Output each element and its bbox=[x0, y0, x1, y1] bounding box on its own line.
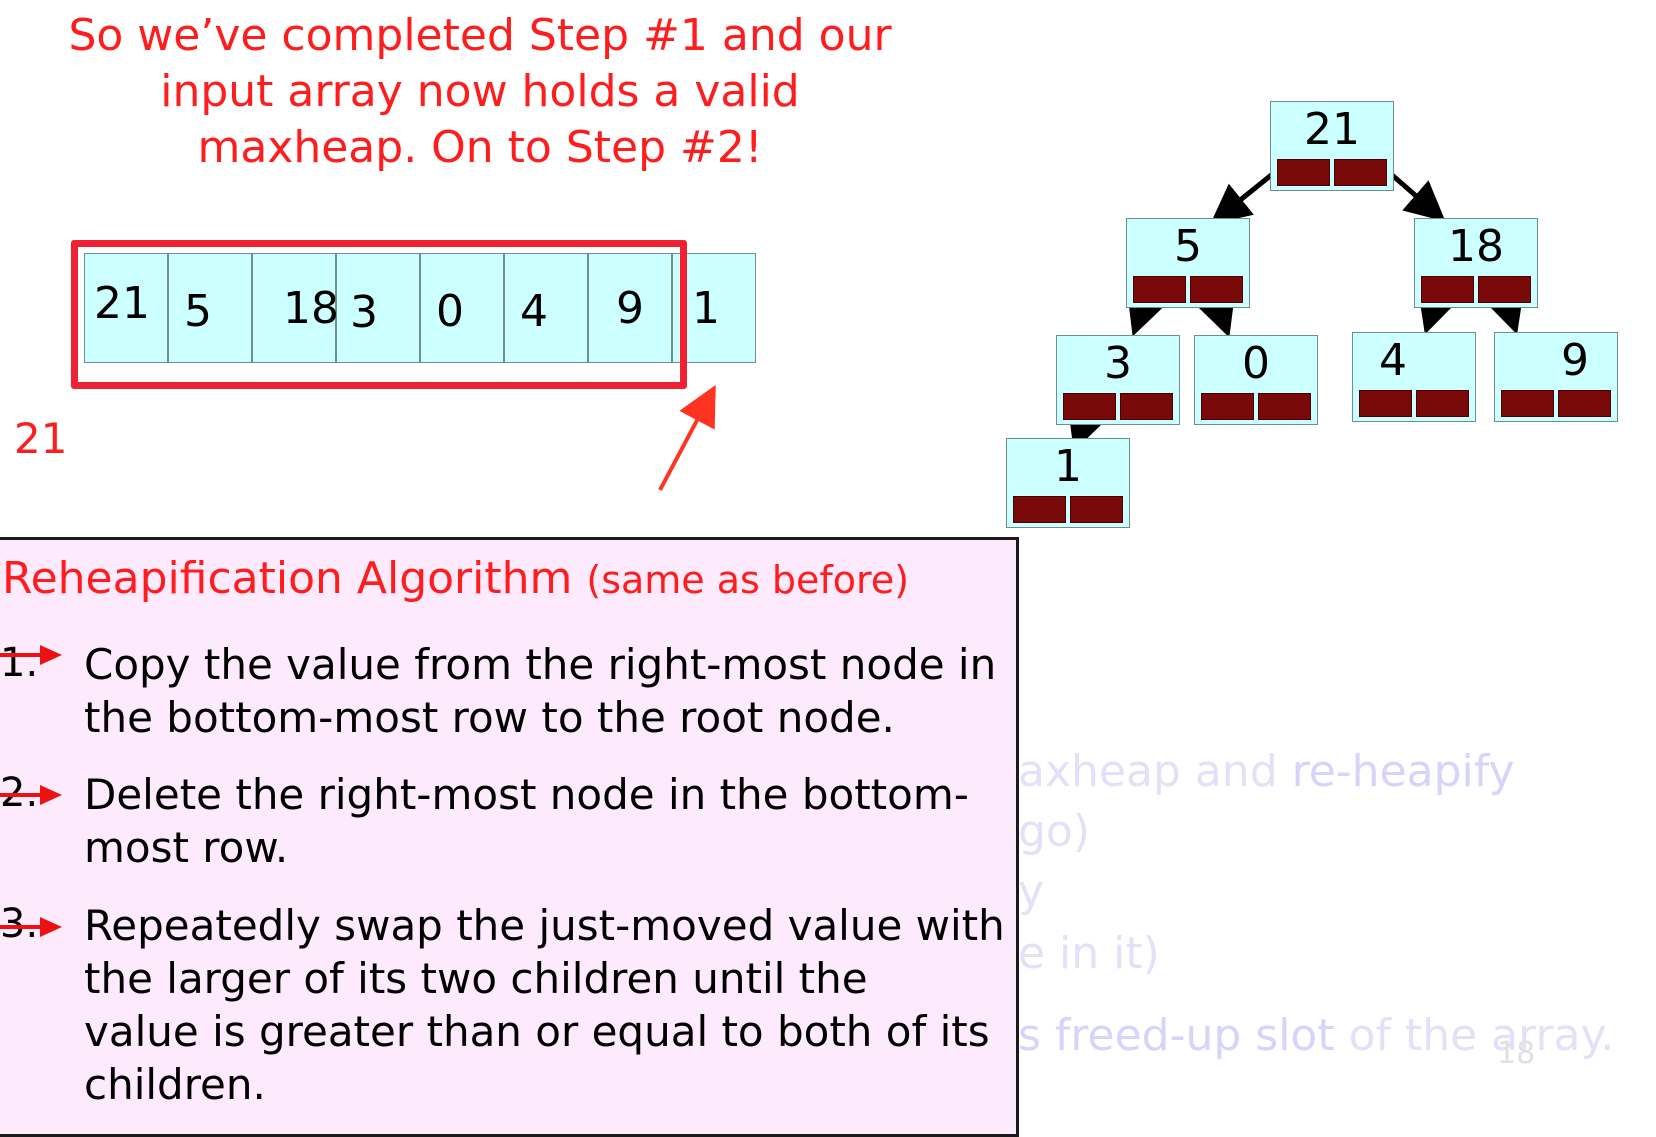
left-pointer bbox=[1359, 390, 1412, 417]
algorithm-title: Reheapification Algorithm (same as befor… bbox=[2, 553, 909, 604]
tree-edge bbox=[1210, 166, 1282, 225]
step-strike-arrow bbox=[0, 653, 42, 657]
step-line: most row. bbox=[84, 823, 289, 872]
tree-node: 1 bbox=[1006, 438, 1130, 528]
faded-text-line: y bbox=[1018, 866, 1045, 917]
step-line: Repeatedly swap the just-moved value wit… bbox=[84, 901, 1005, 950]
right-pointer bbox=[1334, 159, 1387, 186]
array-cell: 0 bbox=[420, 253, 504, 363]
left-pointer bbox=[1501, 390, 1554, 417]
step-arrow-head bbox=[40, 645, 62, 665]
array-cell: 5 bbox=[168, 253, 252, 363]
node-value: 21 bbox=[1304, 104, 1360, 155]
node-value: 5 bbox=[1174, 221, 1202, 272]
node-value: 4 bbox=[1379, 335, 1407, 386]
left-pointer bbox=[1063, 393, 1116, 420]
extracted-value: 21 bbox=[14, 414, 68, 463]
algorithm-title-text: Reheapification Algorithm bbox=[2, 553, 573, 604]
right-pointer bbox=[1478, 276, 1531, 303]
algorithm-subtitle: (same as before) bbox=[586, 558, 910, 602]
array-cell: 4 bbox=[504, 253, 588, 363]
faded-text: axheap and bbox=[1018, 746, 1292, 797]
heading-line-2: input array now holds a valid bbox=[160, 66, 800, 117]
left-pointer bbox=[1201, 393, 1254, 420]
faded-text-line: go) bbox=[1018, 806, 1091, 857]
heading-line-3: maxheap. On to Step #2! bbox=[197, 122, 763, 173]
step-strike-arrow bbox=[0, 925, 42, 929]
algorithm-panel bbox=[0, 537, 1019, 1137]
heap-region-highlight bbox=[71, 240, 687, 389]
step-line: the bottom-most row to the root node. bbox=[84, 693, 895, 742]
tree-node: 21 bbox=[1270, 101, 1394, 191]
step-line: value is greater than or equal to both o… bbox=[84, 1007, 990, 1056]
step-text: Copy the value from the right-most node … bbox=[84, 638, 996, 744]
right-pointer bbox=[1558, 390, 1611, 417]
step-line: children. bbox=[84, 1060, 266, 1109]
tree-node: 5 bbox=[1126, 218, 1250, 308]
node-value: 18 bbox=[1448, 221, 1504, 272]
step-strike-arrow bbox=[0, 793, 42, 797]
left-pointer bbox=[1013, 496, 1066, 523]
tree-node: 4 bbox=[1352, 332, 1476, 422]
step-arrow-head bbox=[40, 785, 62, 805]
array-cell-value: 0 bbox=[436, 285, 464, 337]
faded-text-line: s freed-up slot of the array. bbox=[1018, 1010, 1614, 1061]
faded-text-highlight: re-heapify bbox=[1291, 746, 1515, 797]
slide-heading: So we’ve completed Step #1 and our input… bbox=[40, 8, 920, 176]
node-value: 9 bbox=[1561, 335, 1589, 386]
step-text: Delete the right-most node in the bottom… bbox=[84, 768, 969, 874]
left-pointer bbox=[1421, 276, 1474, 303]
tree-node: 0 bbox=[1194, 335, 1318, 425]
array-cell-value: 5 bbox=[184, 285, 212, 337]
step-line: Copy the value from the right-most node … bbox=[84, 640, 997, 689]
right-pointer bbox=[1070, 496, 1123, 523]
array-cell: 21 bbox=[84, 253, 168, 363]
step-line: Delete the right-most node in the bottom… bbox=[84, 770, 969, 819]
step-arrow-head bbox=[40, 917, 62, 937]
page-number: 18 bbox=[1497, 1036, 1536, 1071]
tree-node: 18 bbox=[1414, 218, 1538, 308]
array-cell-value: 9 bbox=[616, 282, 644, 334]
tree-node: 9 bbox=[1494, 332, 1618, 422]
last-slot-arrow bbox=[658, 384, 716, 491]
node-value: 0 bbox=[1242, 338, 1270, 389]
array-cell: 9 bbox=[588, 253, 672, 363]
array-cell-value: 21 bbox=[94, 277, 150, 329]
array-cell-value: 18 bbox=[283, 282, 339, 334]
right-pointer bbox=[1258, 393, 1311, 420]
right-pointer bbox=[1416, 390, 1469, 417]
step-number: 3. bbox=[0, 901, 39, 947]
faded-text-highlight: s freed-up slot bbox=[1018, 1010, 1335, 1061]
faded-text-line: e in it) bbox=[1018, 928, 1160, 979]
array-cell-value: 1 bbox=[692, 282, 720, 334]
array-cell: 3 bbox=[336, 253, 420, 363]
heading-line-1: So we’ve completed Step #1 and our bbox=[68, 10, 892, 61]
tree-node: 3 bbox=[1056, 335, 1180, 425]
array-cell-value: 3 bbox=[350, 286, 378, 338]
step-text: Repeatedly swap the just-moved value wit… bbox=[84, 899, 1005, 1111]
left-pointer bbox=[1277, 159, 1330, 186]
array-cell: 18 bbox=[252, 253, 339, 363]
faded-text: of the array. bbox=[1334, 1010, 1615, 1061]
step-line: the larger of its two children until the bbox=[84, 954, 868, 1003]
node-value: 1 bbox=[1054, 441, 1082, 492]
right-pointer bbox=[1190, 276, 1243, 303]
faded-text-line: axheap and re-heapify bbox=[1018, 746, 1515, 797]
node-value: 3 bbox=[1104, 338, 1132, 389]
array-cell-value: 4 bbox=[520, 285, 548, 337]
left-pointer bbox=[1133, 276, 1186, 303]
right-pointer bbox=[1120, 393, 1173, 420]
step-number: 1. bbox=[0, 640, 39, 686]
